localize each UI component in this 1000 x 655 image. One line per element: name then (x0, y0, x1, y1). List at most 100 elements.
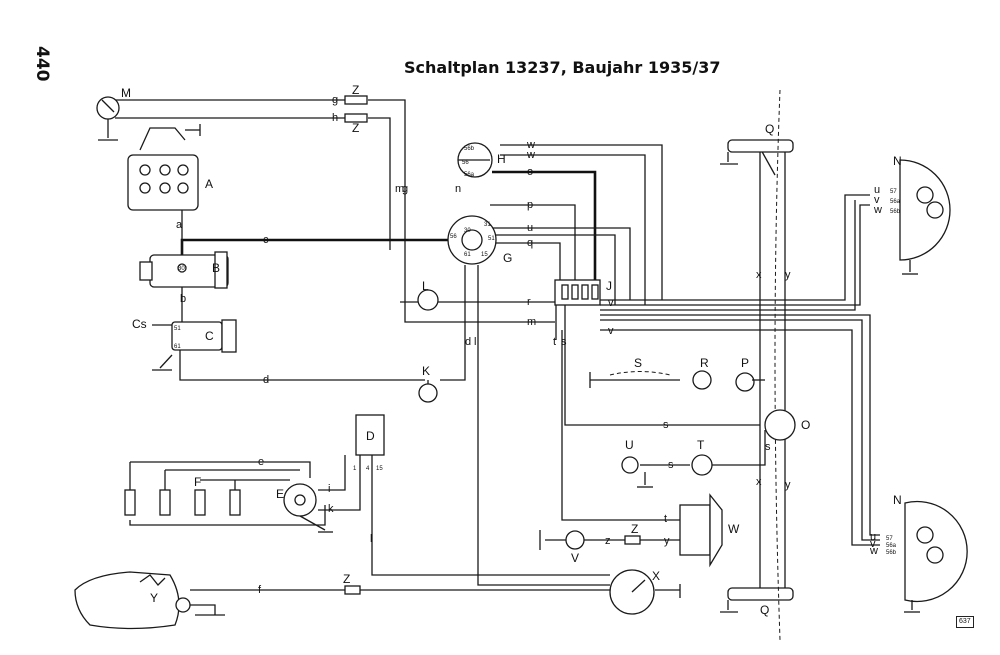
component-labels: M Z Z A B C Cs H G L J K D E F Q Q N N S… (121, 83, 902, 617)
label-z-lower: Z (631, 522, 638, 536)
component-t-lamp (691, 454, 713, 476)
component-r-lamp (692, 370, 712, 390)
terminal-d-1: 1 (353, 466, 357, 472)
wire-a: a (176, 219, 183, 231)
terminal-n-56a-top: 56a (890, 199, 901, 205)
component-v-lamp (539, 530, 585, 550)
terminal-h-56: 56 (462, 160, 469, 166)
wire-r: r (527, 296, 531, 308)
component-h-socket (457, 142, 493, 178)
component-n-headlamps (899, 159, 968, 613)
wire-l-lower: l (370, 533, 372, 545)
terminal-g-30: 30 (464, 228, 471, 234)
wire-v-headlamp-bottom: v (870, 538, 876, 550)
component-q-switches (720, 89, 794, 641)
label-s: S (634, 356, 642, 370)
wires (115, 99, 880, 616)
wire-v-right: v (608, 297, 614, 309)
component-g-ignition-switch (447, 215, 497, 265)
wire-t: t (553, 336, 556, 348)
wire-n: n (455, 183, 461, 195)
wire-w-top: w (526, 139, 535, 151)
label-o: O (801, 418, 810, 432)
wire-p: p (527, 199, 533, 211)
component-e-distributor (283, 483, 333, 533)
terminal-c-51: 51 (174, 326, 181, 332)
label-n-bottom: N (893, 493, 902, 507)
wire-v-headlamp-top: v (874, 194, 880, 206)
wire-x-upper: x (756, 269, 762, 281)
terminal-g-31: 31 (484, 222, 491, 228)
terminal-n-56b-top: 56b (890, 209, 901, 215)
wire-s-t: s (668, 459, 674, 471)
component-x-gauge (609, 569, 681, 615)
terminal-h-56a: 56a (464, 172, 475, 178)
wire-c: c (263, 234, 269, 246)
wire-y-w: y (664, 535, 670, 547)
label-c: C (205, 329, 214, 343)
label-z-top: Z (352, 83, 359, 97)
wire-h: h (332, 112, 338, 124)
wire-g-vertical: g (402, 183, 408, 195)
wire-labels: g h m g n a b c d d l e f i k l o p u q … (176, 94, 882, 596)
terminal-n-57-bottom: 57 (886, 536, 893, 542)
terminal-g-51: 51 (488, 236, 495, 242)
wire-i: i (328, 483, 330, 495)
wire-d-vertical: d (465, 336, 471, 348)
wire-s: s (561, 336, 567, 348)
wire-w-second: w (526, 149, 535, 161)
label-a: A (205, 177, 213, 191)
terminal-n-56b-bottom: 56b (886, 550, 897, 556)
wire-u-headlamp-bottom: u (870, 531, 876, 543)
label-j: J (606, 279, 612, 293)
wire-q: q (527, 237, 533, 249)
wire-z-v: z (605, 535, 611, 547)
wire-u-headlamp-top: u (874, 184, 880, 196)
label-l: L (422, 279, 429, 293)
component-y-fuel-tank (74, 571, 191, 630)
terminal-labels: 30 31 51 56 61 15 56b 56 56a 51 61 30 57… (174, 146, 901, 556)
wire-m: m (395, 183, 404, 195)
component-l-lamp (417, 289, 439, 311)
wire-x-lower: x (756, 476, 762, 488)
component-a-regulator (127, 124, 201, 211)
diagram-title: Schaltplan 13237, Baujahr 1935/37 (404, 58, 721, 77)
label-d: D (366, 429, 375, 443)
component-j-fuse-box (554, 279, 601, 306)
label-h: H (497, 152, 506, 166)
component-o-switch (764, 409, 796, 441)
wire-s-o: s (663, 419, 669, 431)
wire-b: b (180, 293, 186, 305)
label-p: P (741, 356, 749, 370)
terminal-h-56b: 56b (464, 146, 475, 152)
terminal-d-15: 15 (376, 466, 383, 472)
label-cs: Cs (132, 317, 147, 331)
fuse-z-lower (624, 535, 641, 545)
component-p-lamp (735, 372, 765, 392)
wire-e: e (258, 456, 264, 468)
label-q-top: Q (765, 122, 774, 136)
label-b: B (212, 261, 220, 275)
wire-u: u (527, 222, 533, 234)
label-y: Y (150, 591, 158, 605)
label-z-second: Z (352, 121, 359, 135)
label-z-bottom: Z (343, 572, 350, 586)
label-t: T (697, 438, 705, 452)
wire-t-w: t (664, 513, 667, 525)
component-b-generator (139, 251, 229, 289)
plate-number: 637 (956, 616, 974, 628)
wire-w-headlamp-bottom: w (869, 545, 878, 557)
label-x: X (652, 569, 660, 583)
component-d-coil (344, 414, 385, 480)
label-v: V (571, 551, 579, 565)
label-g: G (503, 251, 512, 265)
label-u: U (625, 438, 634, 452)
fuse-z-pair (344, 95, 368, 123)
component-f-spark-plugs (124, 489, 241, 516)
wire-k: k (328, 503, 334, 515)
wire-y-upper: y (785, 269, 791, 281)
terminal-d-4: 4 (366, 466, 370, 472)
component-w-horn (679, 493, 723, 568)
terminal-b-30: 30 (178, 266, 185, 272)
